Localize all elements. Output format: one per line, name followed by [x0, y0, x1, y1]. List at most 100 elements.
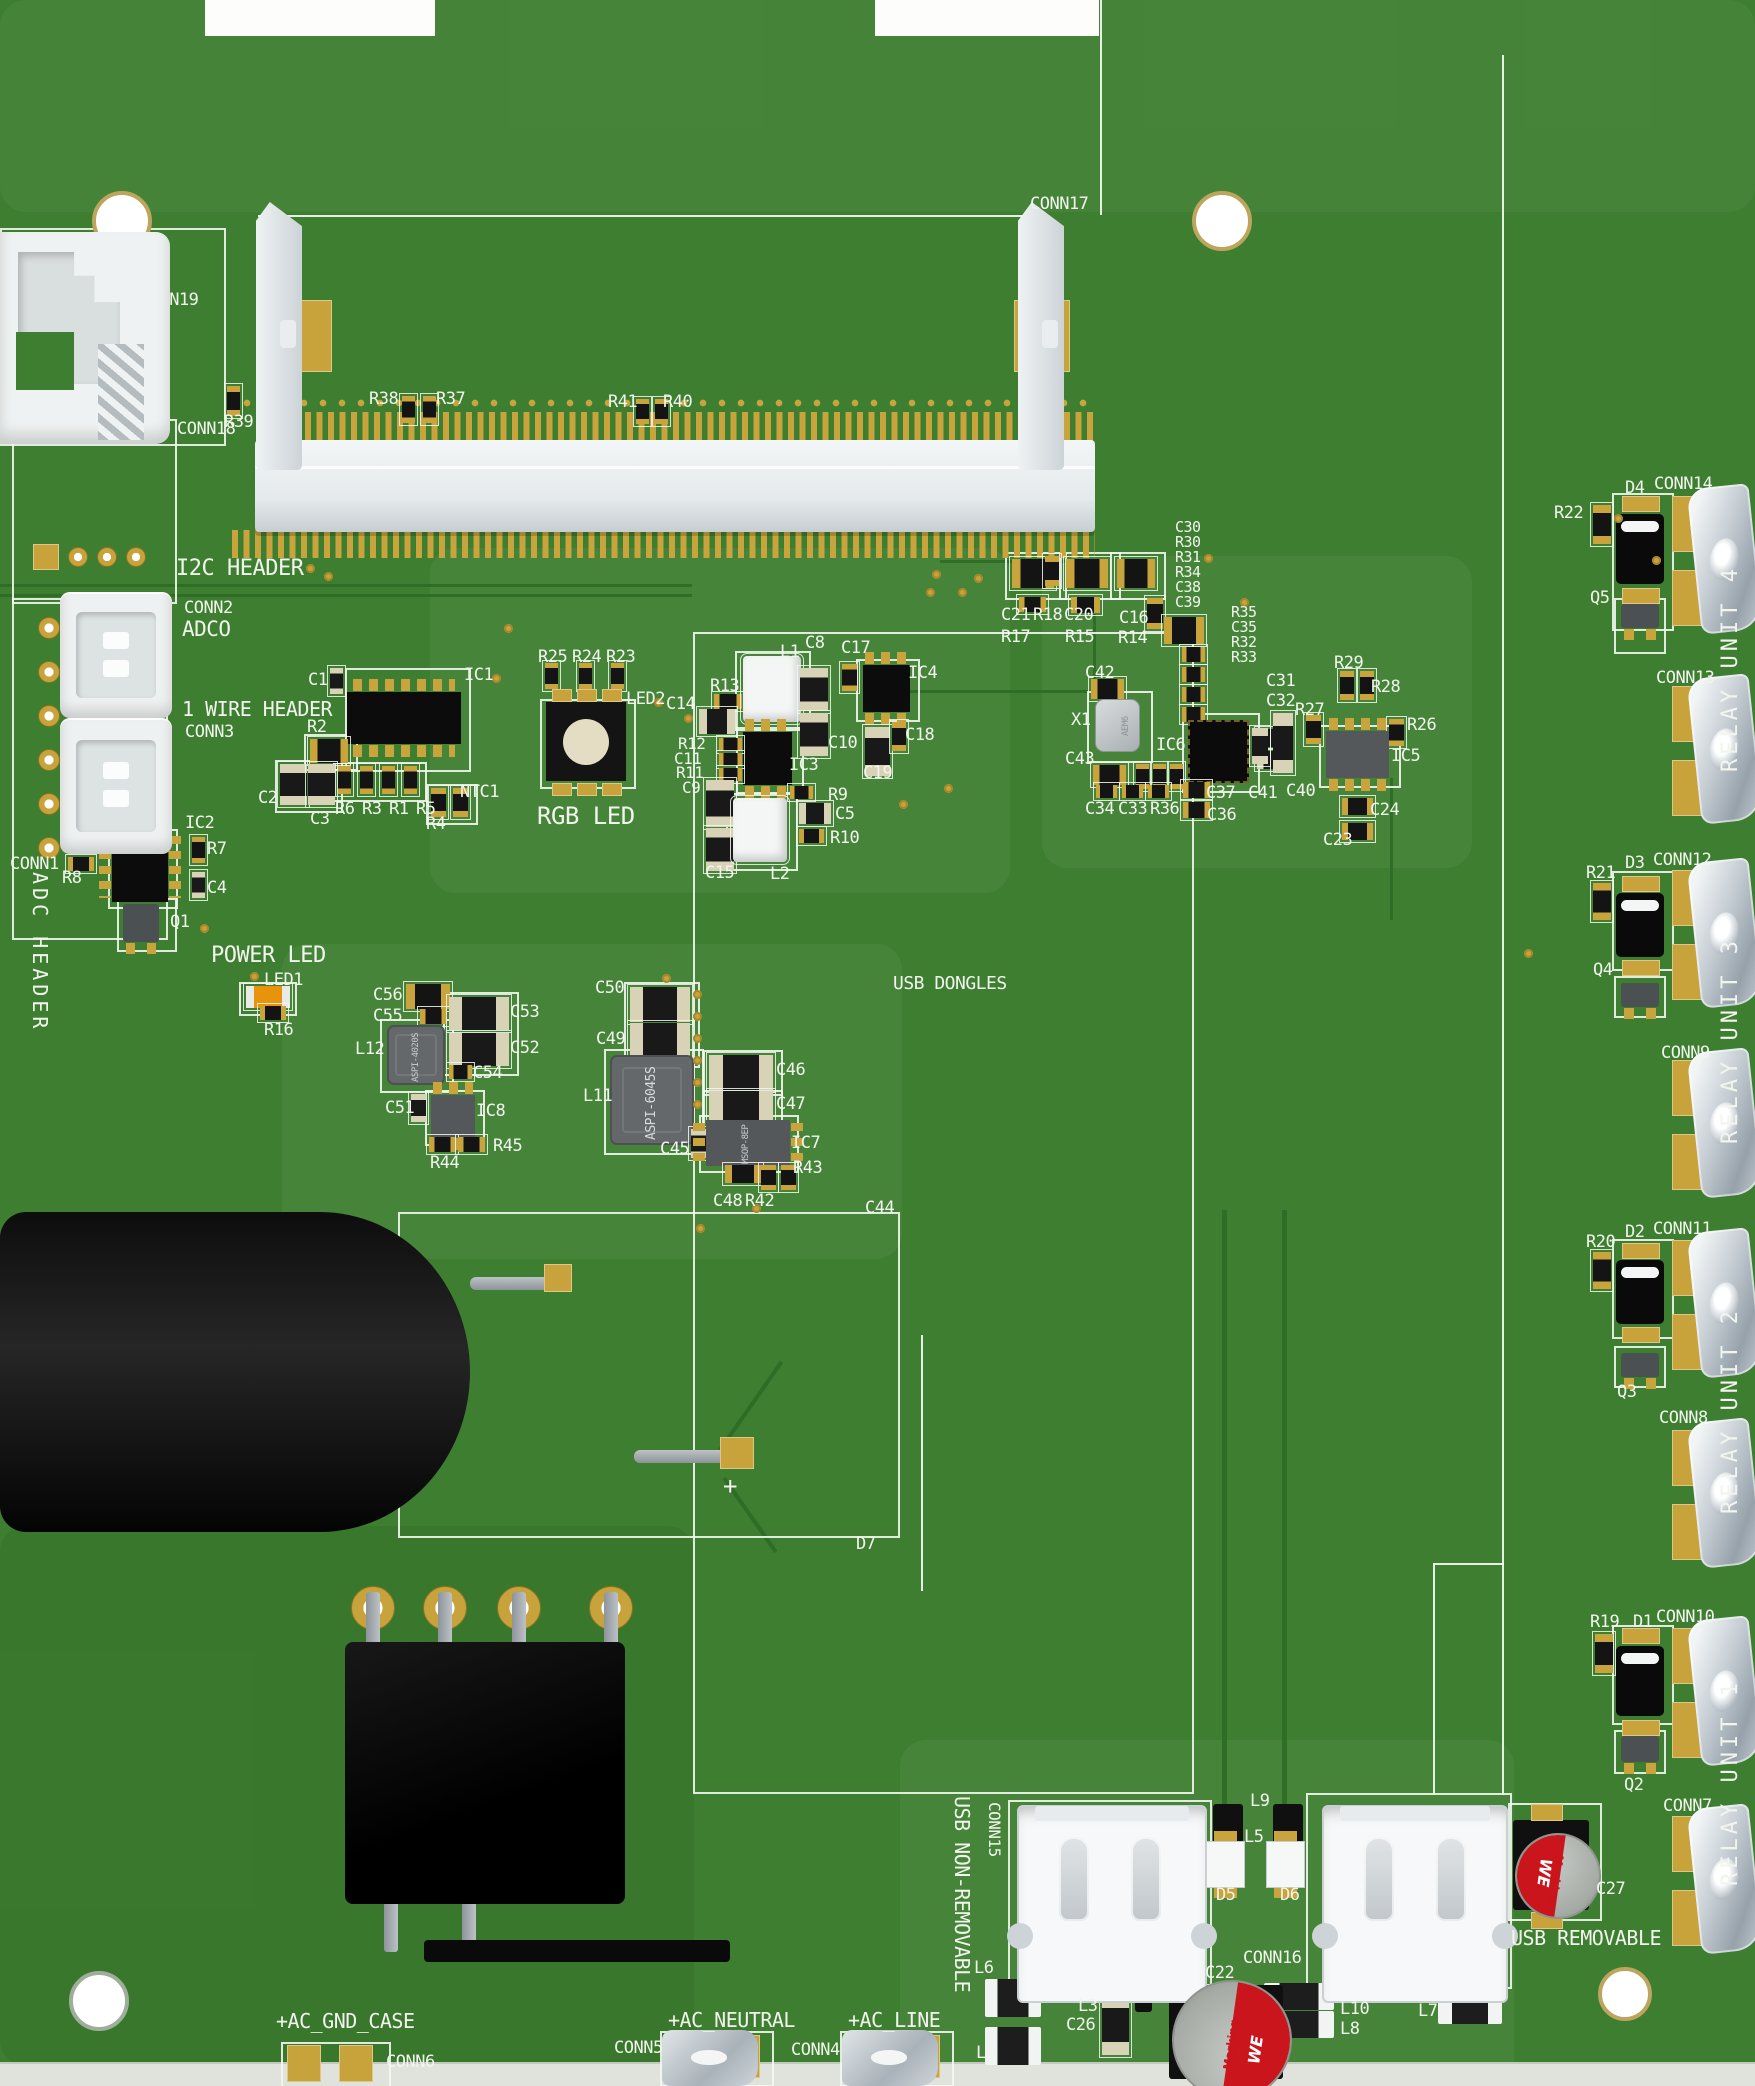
capacitor [1099, 1992, 1132, 2058]
silkscreen-label: D2 [1625, 1222, 1645, 1242]
resistor [307, 736, 351, 766]
silkscreen-label: R18 [1033, 605, 1063, 625]
resistor [401, 763, 420, 797]
usb-mount-tab [1007, 1923, 1033, 1949]
silkscreen-label: MSOP-8EP [741, 1124, 751, 1164]
ic-chip [347, 679, 461, 757]
resistor [1161, 614, 1207, 647]
silkscreen-label: C46 [776, 1060, 806, 1080]
resistor [652, 396, 671, 427]
resistor [257, 1003, 289, 1023]
silkscreen-label: R4 [426, 814, 446, 834]
silkscreen-label: IC1 [464, 665, 494, 685]
silkscreen-label: LED2 [626, 689, 665, 709]
crystal-oscillator [1095, 699, 1140, 752]
via [250, 972, 259, 981]
solder-pad [577, 689, 597, 702]
solder-pad [1622, 1243, 1660, 1259]
silkscreen-label: R44 [430, 1153, 460, 1173]
silkscreen-label: R17 [1001, 627, 1031, 647]
silkscreen-label: RELAY UNIT 3 [1718, 937, 1743, 1144]
transistor [1621, 1736, 1659, 1774]
component-lead [438, 1592, 452, 1650]
resistor [65, 854, 97, 874]
silkscreen-label: C24 [1370, 800, 1400, 820]
usb-mount-tab [1492, 1923, 1518, 1949]
resistor [778, 1162, 799, 1193]
capacitor [327, 665, 346, 697]
silkscreen-label: POWER LED [211, 943, 326, 968]
transistor [1621, 983, 1659, 1019]
mounting-hole [1598, 1967, 1652, 2021]
silkscreen-label: IC3 [789, 755, 819, 775]
silkscreen-label: L2 [770, 864, 790, 884]
via [306, 564, 315, 573]
silkscreen-label: CONN2 [184, 598, 233, 618]
resistor [796, 826, 827, 846]
resistor [1150, 761, 1169, 792]
sodimm-latch-left [256, 202, 302, 470]
solder-pad [602, 689, 622, 702]
silkscreen-label: R11 [676, 763, 704, 782]
film-capacitor [0, 1212, 470, 1532]
component-lead [384, 1902, 398, 1952]
silkscreen-label: C45 [660, 1139, 690, 1159]
jst-connector-conn3 [60, 718, 172, 854]
silkscreen-label: D5 [1216, 1885, 1236, 1905]
resistor [455, 1134, 488, 1155]
silkscreen-label: IC8 [476, 1101, 506, 1121]
resistor [787, 783, 816, 802]
transformer [345, 1642, 625, 1904]
solder-pad [339, 2045, 373, 2082]
resistor [716, 765, 745, 784]
silkscreen-label: Q2 [1624, 1775, 1644, 1795]
silkscreen-label: R35 [1231, 603, 1257, 621]
resistor [716, 750, 745, 769]
resistor [1016, 594, 1049, 615]
usb-port-conn16 [1312, 1805, 1518, 2003]
silkscreen-label: R7 [207, 839, 227, 859]
usb-contact [1059, 1837, 1089, 1921]
silkscreen-label: R24 [572, 647, 602, 667]
silkscreen-label: IC5 [1391, 746, 1421, 766]
resistor [633, 396, 652, 427]
silkscreen-label: C26 [1066, 2015, 1096, 2035]
usb-port-conn15 [1007, 1805, 1217, 2003]
silkscreen-label: R22 [1554, 503, 1584, 523]
silkscreen-label: Q1 [170, 912, 190, 932]
resistor [1180, 799, 1213, 821]
capacitor [797, 665, 831, 714]
via [1240, 598, 1249, 607]
resistor [1145, 782, 1172, 801]
solder-pad [1531, 1804, 1563, 1821]
via [693, 1034, 702, 1043]
silkscreen-label: C14 [666, 694, 696, 714]
via [200, 924, 209, 933]
silkscreen-label: D3 [1625, 853, 1645, 873]
board-notch-left [205, 0, 435, 36]
resistor [446, 1062, 475, 1082]
silkscreen-label: R34 [1175, 563, 1201, 581]
silkscreen-label: I2C HEADER [176, 556, 304, 581]
capacitor [703, 777, 737, 830]
diode [1616, 1646, 1664, 1716]
copper-pour [282, 944, 902, 1259]
silkscreen-label: CONN18 [177, 419, 236, 439]
ic-chip [863, 652, 910, 725]
silkscreen-label: CONN8 [1659, 1408, 1708, 1428]
capacitor [703, 825, 737, 874]
silkscreen-label: C33 [1118, 799, 1148, 819]
usb-contact [1131, 1837, 1161, 1921]
resistor [1088, 676, 1127, 702]
silkscreen-label: C42 [1085, 663, 1115, 683]
resistor [1357, 668, 1377, 703]
silkscreen-label: R39 [224, 412, 254, 432]
sodimm-connector-body [255, 440, 1095, 532]
resistor [1144, 595, 1166, 632]
silkscreen-label: C43 [1065, 749, 1095, 769]
silkscreen-label: L4 [976, 2043, 996, 2063]
resistor [542, 660, 561, 692]
resistor [1339, 795, 1376, 818]
silkscreen-label: C49 [596, 1029, 626, 1049]
sodimm-pin-row-top [282, 412, 1095, 442]
